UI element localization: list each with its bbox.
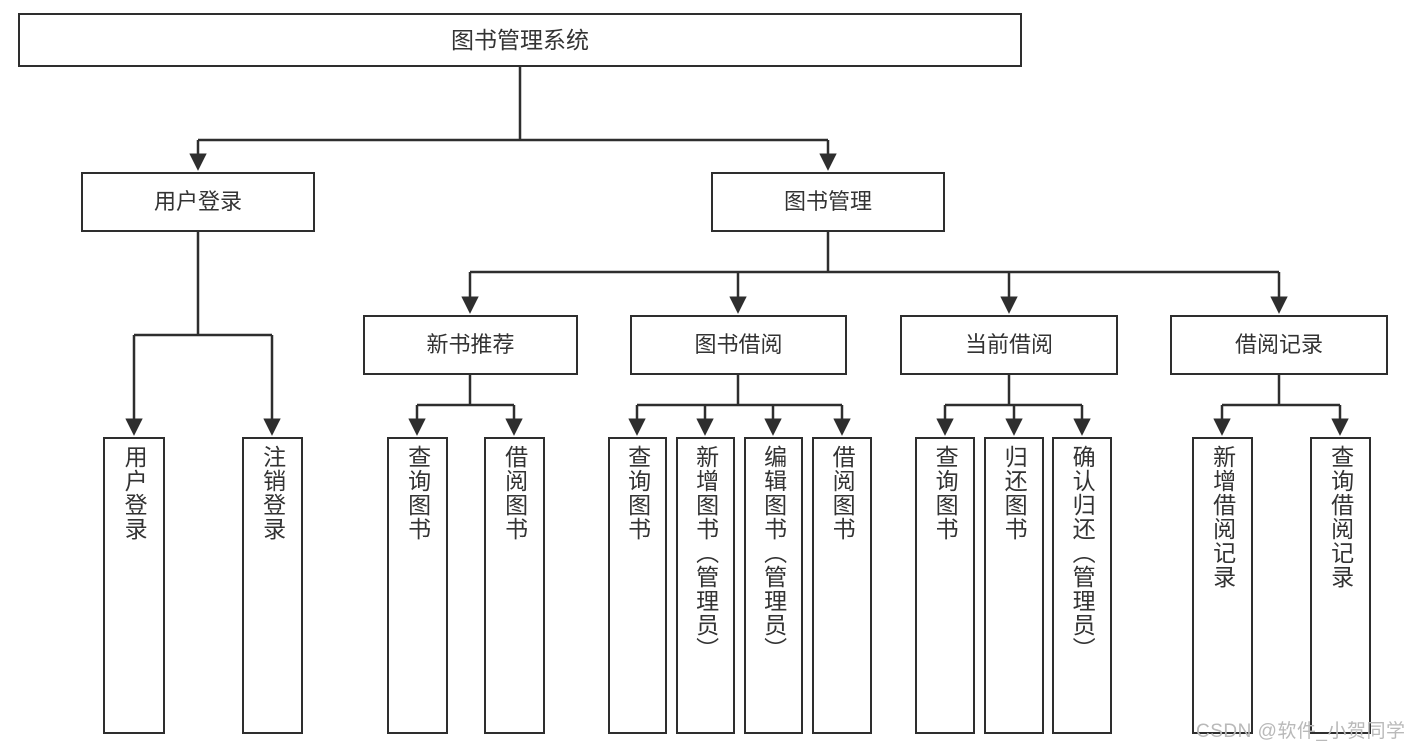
leaf-node[interactable]: 新增图书（管理员）	[676, 437, 735, 734]
node-book-borrow-label: 图书借阅	[694, 332, 783, 358]
leaf-node[interactable]: 查询图书	[608, 437, 667, 734]
node-book-management-label: 图书管理	[783, 189, 872, 215]
leaf-node[interactable]: 查询图书	[387, 437, 448, 734]
leaf-node[interactable]: 借阅图书	[812, 437, 872, 734]
node-current-borrow-label: 当前借阅	[964, 332, 1053, 358]
watermark: CSDN @软件_小贺同学	[1196, 721, 1405, 742]
leaf-node[interactable]: 查询借阅记录	[1310, 437, 1371, 734]
leaf-node-label: 查询图书	[404, 445, 431, 541]
leaf-node-label: 查询图书	[932, 445, 959, 541]
leaf-node[interactable]: 编辑图书（管理员）	[744, 437, 803, 734]
leaf-node-label: 用户登录	[121, 445, 148, 541]
leaf-node-label: 借阅图书	[501, 445, 528, 541]
leaf-node-label: 新增借阅记录	[1209, 445, 1236, 589]
node-user-login-label: 用户登录	[153, 189, 242, 215]
leaf-node[interactable]: 新增借阅记录	[1192, 437, 1253, 734]
leaf-node[interactable]: 借阅图书	[484, 437, 545, 734]
leaf-node[interactable]: 归还图书	[984, 437, 1044, 734]
leaf-node-label: 查询借阅记录	[1327, 445, 1354, 589]
leaf-node-label: 编辑图书（管理员）	[760, 445, 787, 661]
leaf-node-label: 查询图书	[624, 445, 651, 541]
node-book-borrow[interactable]: 图书借阅	[630, 315, 847, 375]
leaf-node[interactable]: 注销登录	[242, 437, 303, 734]
node-user-login[interactable]: 用户登录	[81, 172, 315, 232]
leaf-node[interactable]: 用户登录	[103, 437, 165, 734]
node-root[interactable]: 图书管理系统	[18, 13, 1022, 67]
node-borrow-record-label: 借阅记录	[1234, 332, 1323, 358]
leaf-node[interactable]: 确认归还（管理员）	[1052, 437, 1112, 734]
node-root-label: 图书管理系统	[451, 26, 589, 53]
leaf-node-label: 新增图书（管理员）	[692, 445, 719, 661]
leaf-node-label: 确认归还（管理员）	[1069, 445, 1096, 661]
leaf-node-label: 归还图书	[1001, 445, 1028, 541]
node-current-borrow[interactable]: 当前借阅	[900, 315, 1118, 375]
leaf-node-label: 注销登录	[259, 445, 286, 541]
leaf-node-label: 借阅图书	[829, 445, 856, 541]
node-new-book-recommend[interactable]: 新书推荐	[363, 315, 578, 375]
node-borrow-record[interactable]: 借阅记录	[1170, 315, 1388, 375]
node-new-book-recommend-label: 新书推荐	[426, 332, 515, 358]
node-book-management[interactable]: 图书管理	[711, 172, 945, 232]
leaf-node[interactable]: 查询图书	[915, 437, 975, 734]
